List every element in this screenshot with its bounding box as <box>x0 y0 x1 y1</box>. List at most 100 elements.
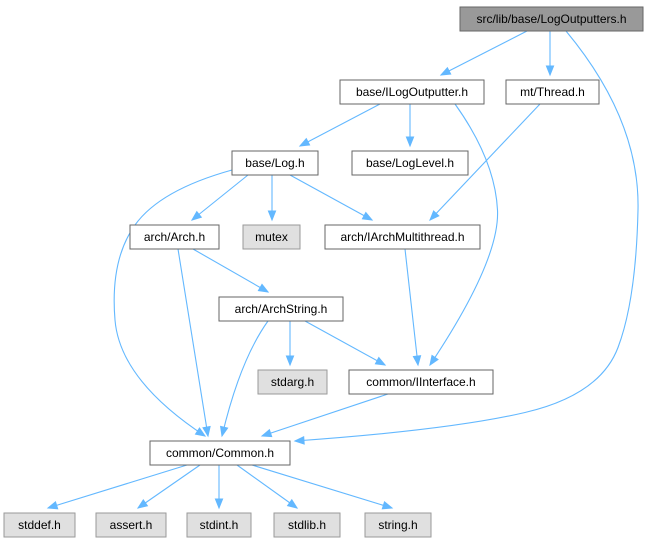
arrowhead <box>439 66 452 76</box>
arrowhead <box>405 136 415 148</box>
node-box <box>218 296 344 322</box>
arrowhead <box>381 501 394 510</box>
edges-layer <box>46 30 639 510</box>
edge-line <box>113 169 233 437</box>
edge-line <box>294 30 639 442</box>
edge-ilogoutputter-to-loglevel <box>405 104 415 148</box>
node-stddef: stddef.h <box>3 512 76 538</box>
nodes-layer: src/lib/base/LogOutputters.h base/ILogOut… <box>3 6 644 538</box>
node-arch[interactable]: arch/Arch.h <box>129 224 220 250</box>
node-label: src/lib/base/LogOutputters.h <box>476 12 626 26</box>
node-box <box>95 512 167 538</box>
arrowhead <box>361 211 374 221</box>
node-label: assert.h <box>110 518 153 532</box>
node-stdlib: stdlib.h <box>273 512 341 538</box>
node-assert: assert.h <box>95 512 167 538</box>
edge-line <box>261 393 389 437</box>
arrowhead <box>194 427 207 437</box>
arrowhead <box>545 65 555 77</box>
arrowhead <box>429 354 439 367</box>
node-label: common/Common.h <box>166 446 274 460</box>
arrowhead <box>429 210 440 221</box>
edge-line <box>177 248 209 437</box>
node-label: stddef.h <box>18 518 61 532</box>
edge-iarchmultithread-to-iinterface <box>404 248 422 367</box>
arrowhead <box>286 498 299 509</box>
node-mutex: mutex <box>242 224 301 250</box>
edge-line <box>429 103 499 366</box>
edge-ilogoutputter-to-log <box>298 103 381 147</box>
node-label: stdarg.h <box>271 375 314 389</box>
node-loglevel[interactable]: base/LogLevel.h <box>351 150 469 176</box>
edge-line <box>47 464 188 509</box>
node-box <box>149 440 291 466</box>
arrowhead <box>190 210 203 221</box>
node-label: arch/ArchString.h <box>235 302 328 316</box>
arrowhead <box>293 436 305 445</box>
node-label: arch/IArchMultithread.h <box>340 230 464 244</box>
edge-line <box>191 174 249 221</box>
node-log[interactable]: base/Log.h <box>231 150 319 176</box>
node-label: base/ILogOutputter.h <box>356 85 468 99</box>
edge-arch-to-archstring <box>192 248 270 293</box>
node-label: stdint.h <box>200 518 239 532</box>
edge-line <box>440 30 528 76</box>
arrowhead <box>412 355 422 367</box>
edge-line <box>289 174 373 221</box>
arrowhead <box>374 356 387 366</box>
node-root[interactable]: src/lib/base/LogOutputters.h <box>459 6 644 32</box>
node-label: base/Log.h <box>245 156 304 170</box>
edge-root-to-common <box>293 30 639 445</box>
node-box <box>231 150 319 176</box>
node-box <box>273 512 341 538</box>
arrowhead <box>257 283 270 293</box>
node-iarchmultithread[interactable]: arch/IArchMultithread.h <box>324 224 481 250</box>
edge-common-to-stdlib <box>236 464 299 509</box>
node-box <box>339 79 485 105</box>
edge-line <box>404 248 419 366</box>
node-box <box>186 512 252 538</box>
edge-archstring-to-stdarg <box>285 321 295 367</box>
edge-common-to-stdint <box>214 465 224 510</box>
edge-line <box>251 464 393 509</box>
edge-line <box>221 320 269 437</box>
edge-line <box>429 103 541 221</box>
node-stdint: stdint.h <box>186 512 252 538</box>
edge-thread-to-iarchmultithread <box>429 103 541 221</box>
node-label: base/LogLevel.h <box>366 156 454 170</box>
edge-line <box>299 103 381 147</box>
node-stdarg: stdarg.h <box>257 369 328 395</box>
arrowhead <box>285 355 295 367</box>
edge-root-to-thread <box>545 31 555 77</box>
node-common[interactable]: common/Common.h <box>149 440 291 466</box>
node-thread[interactable]: mt/Thread.h <box>505 79 600 105</box>
edge-line <box>137 464 201 509</box>
arrowhead <box>136 499 149 509</box>
edge-iinterface-to-common <box>260 393 389 438</box>
arrowhead <box>214 498 224 510</box>
node-box <box>505 79 600 105</box>
node-box <box>242 224 301 250</box>
node-box <box>129 224 220 250</box>
edge-root-to-ilogoutputter <box>439 30 528 76</box>
node-label: stdlib.h <box>288 518 326 532</box>
edge-common-to-assert <box>136 464 201 509</box>
edge-line <box>192 248 269 293</box>
arrowhead <box>46 501 59 510</box>
node-label: common/IInterface.h <box>366 375 475 389</box>
node-box <box>324 224 481 250</box>
node-box <box>348 369 494 395</box>
edge-arch-to-common <box>177 248 211 438</box>
node-label: mutex <box>255 230 288 244</box>
node-box <box>3 512 76 538</box>
arrowhead <box>202 425 211 438</box>
node-iinterface[interactable]: common/IInterface.h <box>348 369 494 395</box>
node-archstring[interactable]: arch/ArchString.h <box>218 296 344 322</box>
node-label: arch/Arch.h <box>144 230 205 244</box>
edge-line <box>304 320 386 366</box>
edge-common-to-string <box>251 464 394 510</box>
node-box <box>351 150 469 176</box>
edge-archstring-to-common <box>219 320 269 438</box>
node-ilogoutputter[interactable]: base/ILogOutputter.h <box>339 79 485 105</box>
edge-log-to-arch <box>190 174 249 221</box>
